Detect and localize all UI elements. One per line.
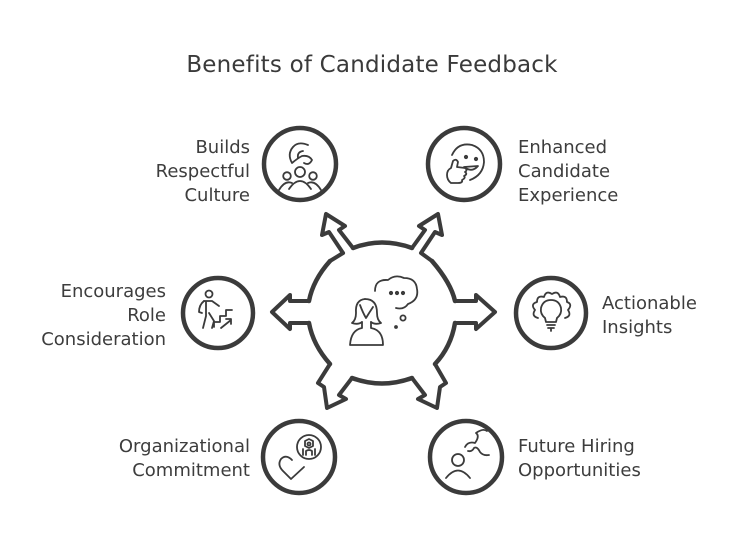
heart-with-support-badge-icon xyxy=(278,434,322,480)
node-circle xyxy=(180,275,256,351)
person-with-path-icon xyxy=(445,428,490,479)
arrow-up-left xyxy=(320,212,355,255)
lightbulb-gear-icon xyxy=(532,291,572,332)
label-encourages-role-consideration: Encourages Role Consideration xyxy=(41,281,166,350)
label-organizational-commitment: Organizational Commitment xyxy=(118,436,250,481)
benefit-node-organizational-commitment xyxy=(260,418,338,496)
hand-over-team-icon xyxy=(278,142,322,191)
node-circle xyxy=(427,418,505,496)
node-circle xyxy=(261,125,339,203)
benefit-node-encourages-role-consideration xyxy=(180,275,256,351)
arrow-down-right xyxy=(410,362,448,410)
label-actionable-insights: Actionable Insights xyxy=(602,293,697,338)
label-builds-respectful-culture: Builds Respectful Culture xyxy=(155,137,250,206)
label-future-hiring-opportunities: Future Hiring Opportunities xyxy=(518,436,641,481)
smiley-thumbs-up-icon xyxy=(446,143,485,184)
central-hub xyxy=(270,212,497,410)
node-circle xyxy=(260,418,338,496)
woman-thinking-speech-bubble-icon xyxy=(349,275,419,346)
diagram-title: Benefits of Candidate Feedback xyxy=(186,52,558,78)
person-climbing-stairs-icon xyxy=(198,289,233,329)
benefit-node-builds-respectful-culture xyxy=(261,125,339,203)
arrow-up-right xyxy=(410,212,444,263)
benefit-node-actionable-insights xyxy=(513,275,589,351)
benefit-node-future-hiring-opportunities xyxy=(427,418,505,496)
label-enhanced-candidate-experience: Enhanced Candidate Experience xyxy=(518,137,619,206)
benefit-node-enhanced-candidate-experience xyxy=(425,125,503,203)
arrow-right xyxy=(453,293,497,331)
node-circle xyxy=(425,125,503,203)
arrow-down-left xyxy=(316,362,354,410)
arrow-left xyxy=(270,293,311,331)
node-circle xyxy=(513,275,589,351)
